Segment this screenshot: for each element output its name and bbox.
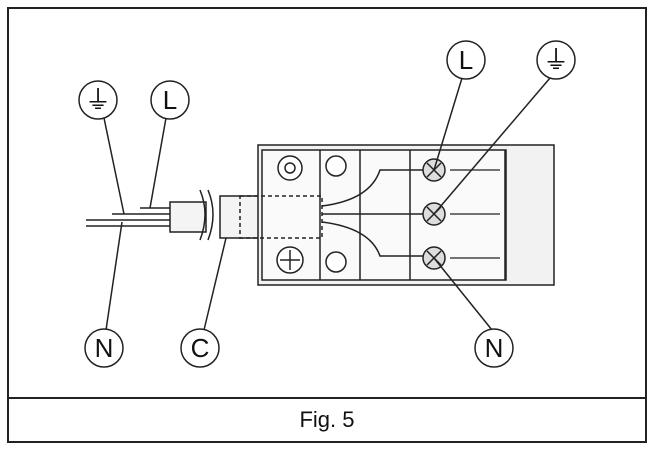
leader-lines	[103, 77, 551, 331]
clamp-screw-top	[277, 155, 347, 181]
internal-wires	[321, 169, 424, 257]
ground-icon: ⏚	[85, 85, 111, 115]
figure-caption: Fig. 5	[299, 407, 355, 432]
clamp-screw-bottom	[276, 246, 347, 274]
callout-ground-left: ⏚	[78, 80, 118, 120]
loose-wires	[86, 207, 170, 227]
callout-cable: C	[180, 328, 220, 368]
callout-live-right: L	[446, 40, 486, 80]
callout-neutral-left: N	[84, 328, 124, 368]
live-label: L	[163, 85, 177, 115]
callout-neutral-right: N	[474, 328, 514, 368]
callout-live-left: L	[150, 80, 190, 120]
neutral-label: N	[95, 333, 114, 363]
neutral-label: N	[485, 333, 504, 363]
terminal-bars	[450, 169, 500, 259]
cable-label: C	[191, 333, 210, 363]
terminal-block	[239, 144, 555, 286]
live-label: L	[459, 45, 473, 75]
ground-icon: ⏚	[543, 45, 569, 75]
callout-ground-right: ⏚	[536, 40, 576, 80]
